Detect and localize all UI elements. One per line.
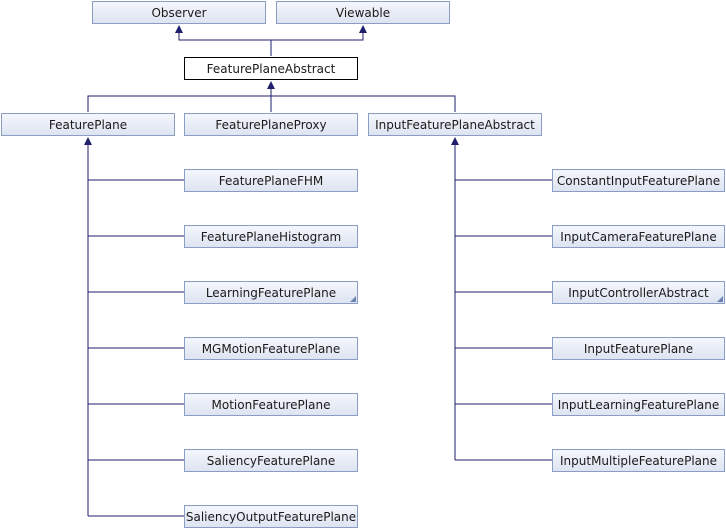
class-input-feature-plane-abstract[interactable]: InputFeaturePlaneAbstract xyxy=(368,113,542,136)
class-feature-plane-proxy[interactable]: FeaturePlaneProxy xyxy=(184,113,358,136)
arrowhead-feature-plane-abstract xyxy=(267,81,275,89)
class-observer[interactable]: Observer xyxy=(92,1,266,24)
class-feature-plane[interactable]: FeaturePlane xyxy=(1,113,175,136)
class-saliency-output-feature-plane[interactable]: SaliencyOutputFeaturePlane xyxy=(184,505,358,528)
arrowhead-observer xyxy=(175,25,183,33)
class-motion-feature-plane[interactable]: MotionFeaturePlane xyxy=(184,393,358,416)
class-mg-motion-feature-plane[interactable]: MGMotionFeaturePlane xyxy=(184,337,358,360)
edge-to-observer xyxy=(178,32,272,56)
class-input-feature-plane[interactable]: InputFeaturePlane xyxy=(552,337,725,360)
has-more-subclasses-icon xyxy=(350,296,356,302)
arrowhead-feature-plane xyxy=(84,137,92,145)
edge-to-viewable xyxy=(271,32,364,41)
class-viewable[interactable]: Viewable xyxy=(276,1,450,24)
class-input-controller-abstract-label: InputControllerAbstract xyxy=(568,285,709,300)
class-feature-plane-histogram[interactable]: FeaturePlaneHistogram xyxy=(184,225,358,248)
has-more-subclasses-icon xyxy=(717,296,723,302)
arrowhead-viewable xyxy=(359,25,367,33)
class-learning-feature-plane[interactable]: LearningFeaturePlane xyxy=(184,281,358,304)
class-feature-plane-abstract: FeaturePlaneAbstract xyxy=(184,57,358,80)
class-saliency-feature-plane[interactable]: SaliencyFeaturePlane xyxy=(184,449,358,472)
arrowhead-input-feature-plane-abstract xyxy=(451,137,459,145)
class-input-controller-abstract[interactable]: InputControllerAbstract xyxy=(552,281,725,304)
class-input-multiple-feature-plane[interactable]: InputMultipleFeaturePlane xyxy=(552,449,725,472)
class-learning-feature-plane-label: LearningFeaturePlane xyxy=(205,285,337,300)
class-input-camera-feature-plane[interactable]: InputCameraFeaturePlane xyxy=(552,225,725,248)
class-feature-plane-fhm[interactable]: FeaturePlaneFHM xyxy=(184,169,358,192)
class-input-learning-feature-plane[interactable]: InputLearningFeaturePlane xyxy=(552,393,725,416)
class-constant-input-feature-plane[interactable]: ConstantInputFeaturePlane xyxy=(552,169,725,192)
